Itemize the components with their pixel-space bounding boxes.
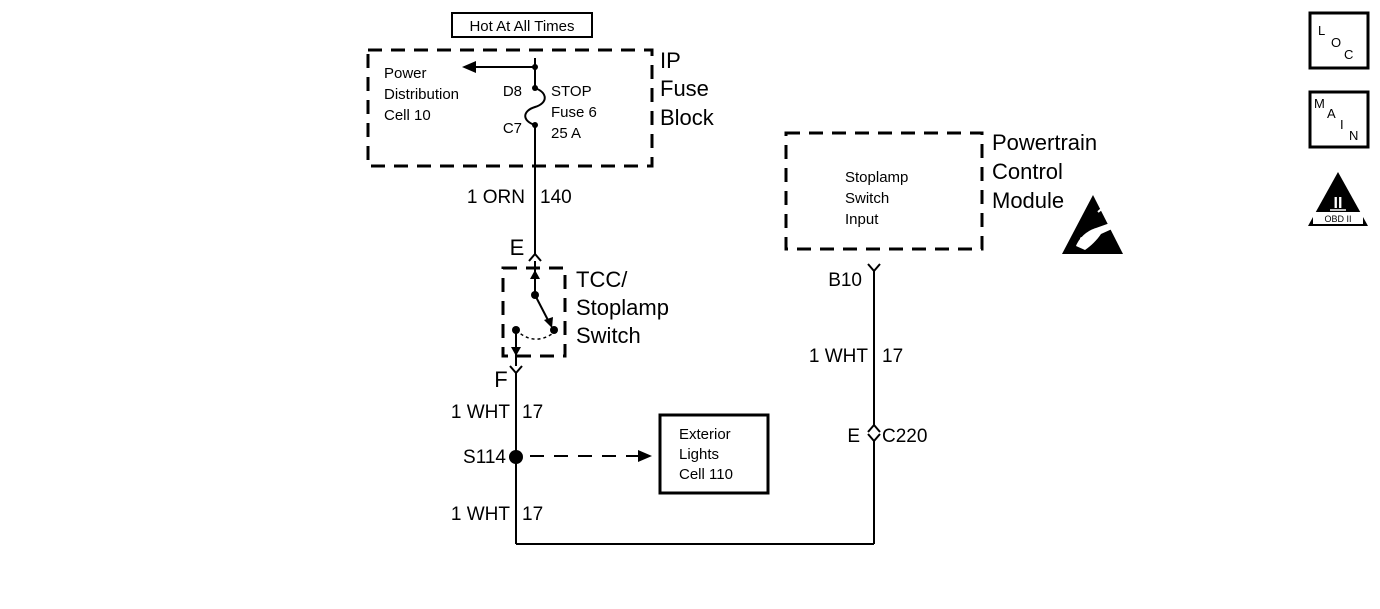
fuse-rating: 25 A [551, 125, 581, 142]
fuse-pin-c7: C7 [503, 120, 522, 137]
pcm-input-line-1: Stoplamp [845, 169, 908, 186]
exterior-line-3: Cell 110 [679, 466, 733, 483]
fuse-name-line-2: Fuse 6 [551, 104, 597, 121]
wire-wht-a-circuit: 17 [522, 402, 543, 423]
power-distribution-feed [462, 58, 538, 88]
main-letter-3: I [1340, 117, 1344, 132]
wire-wht-c-circuit: 17 [882, 346, 903, 367]
main-letter-1: M [1314, 96, 1325, 111]
power-distribution-line-2: Distribution [384, 86, 459, 103]
connector-pin: E [847, 426, 860, 447]
fuse-block-name-1: IP [660, 48, 681, 73]
wire-wht-17-b: 1 WHT 17 [451, 504, 874, 545]
fuse-name-line-1: STOP [551, 83, 592, 100]
obd-numeral: II [1334, 195, 1343, 212]
fuse-pin-d8: D8 [503, 83, 522, 100]
pcm-name-1: Powertrain [992, 130, 1097, 155]
fuse-block-name-2: Fuse [660, 76, 709, 101]
hot-at-all-times-label: Hot At All Times [451, 12, 593, 38]
loc-letter-1: L [1318, 23, 1325, 38]
switch-pin-e: E [510, 235, 525, 260]
pcm-pin: B10 [828, 270, 862, 291]
switch-connector-f: F [494, 365, 523, 392]
switch-connector-e: E [510, 235, 542, 262]
splice-name: S114 [463, 447, 506, 468]
hot-label-text: Hot At All Times [469, 18, 574, 35]
wire-wht-b-gauge: 1 WHT [451, 504, 511, 525]
power-distribution-line-1: Power [384, 65, 427, 82]
pcm-input-line-2: Switch [845, 190, 889, 207]
wire-wht-b-circuit: 17 [522, 504, 543, 525]
esd-warning-icon [1062, 195, 1123, 254]
tcc-stoplamp-switch: TCC/ Stoplamp Switch [501, 261, 669, 366]
main-icon[interactable]: M A I N [1308, 90, 1370, 149]
wire-wht-17-c: 1 WHT 17 [809, 271, 903, 544]
exterior-line-1: Exterior [679, 426, 731, 443]
fuse-block-name-3: Block [660, 105, 715, 130]
power-distribution-line-3: Cell 10 [384, 107, 431, 124]
main-letter-4: N [1349, 128, 1358, 143]
obd-ii-icon[interactable]: II OBD II [1308, 172, 1368, 226]
obd-label: OBD II [1324, 214, 1351, 224]
wire-orn-140: 1 ORN 140 [467, 125, 572, 254]
wire-wht-c-gauge: 1 WHT [809, 346, 869, 367]
wire-orn-gauge: 1 ORN [467, 187, 525, 208]
ip-fuse-block: IP Fuse Block Power Distribution Cell 10… [366, 48, 715, 168]
pcm-name-3: Module [992, 188, 1064, 213]
main-letter-2: A [1327, 106, 1336, 121]
switch-name-1: TCC/ [576, 267, 628, 292]
fuse-symbol [524, 85, 546, 128]
pcm-input-line-3: Input [845, 211, 879, 228]
splice-s114: S114 [463, 447, 652, 468]
switch-pin-f: F [494, 367, 507, 392]
wire-orn-circuit: 140 [540, 187, 572, 208]
loc-letter-2: O [1331, 35, 1341, 50]
wire-wht-17-a: 1 WHT 17 [451, 373, 543, 544]
connector-c220: E C220 [847, 423, 927, 447]
switch-name-2: Stoplamp [576, 295, 669, 320]
switch-name-3: Switch [576, 323, 641, 348]
wire-wht-a-gauge: 1 WHT [451, 402, 511, 423]
exterior-lights-reference: Exterior Lights Cell 110 [658, 413, 770, 495]
pcm-name-2: Control [992, 159, 1063, 184]
pcm-connector-b10: B10 [828, 263, 881, 291]
connector-name: C220 [882, 426, 927, 447]
exterior-line-2: Lights [679, 446, 719, 463]
loc-icon[interactable]: L O C [1308, 11, 1370, 70]
loc-letter-3: C [1344, 47, 1353, 62]
powertrain-control-module: Powertrain Control Module Stoplamp Switc… [784, 130, 1097, 251]
